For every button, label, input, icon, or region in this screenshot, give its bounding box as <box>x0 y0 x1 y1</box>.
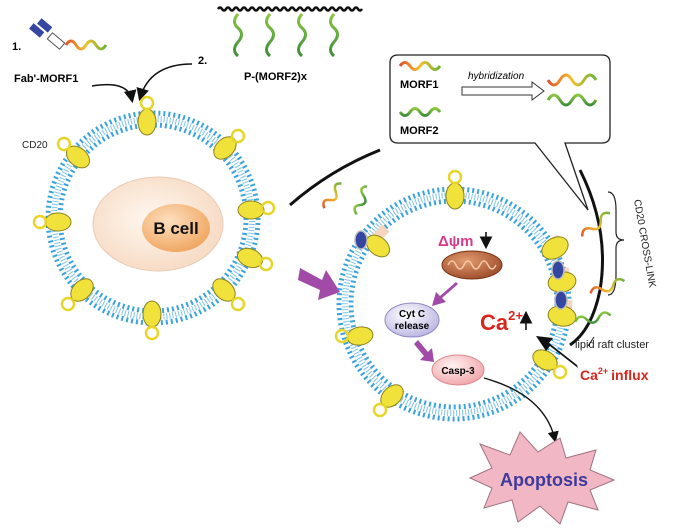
calcium-influx-label: Ca2+influx <box>580 366 649 383</box>
fab-fragment <box>554 290 568 310</box>
morf1-strand <box>64 39 108 51</box>
cyt-c-release-node <box>384 302 440 338</box>
morf2-strand-2 <box>265 13 275 58</box>
mitochondrion <box>441 250 503 280</box>
cd20-loop <box>144 325 160 341</box>
cd20-loop <box>260 200 276 216</box>
duplex-top-2 <box>353 184 368 216</box>
arrow-casp3-to-apoptosis <box>483 377 559 443</box>
b-cell-core <box>142 204 210 252</box>
p-morf2x-label: P-(MORF2)x <box>244 71 308 83</box>
hybridization-arrow <box>461 81 545 101</box>
duplex-strand-b <box>546 93 598 107</box>
calcium-influx-arrow <box>536 336 578 368</box>
cd20-loop <box>552 364 568 380</box>
fab-fragment <box>354 230 368 250</box>
arrow-step2-to-cell <box>136 63 193 102</box>
hybridization-callout <box>389 54 611 211</box>
cd20-protein <box>380 384 404 408</box>
crosslink-bracket <box>607 191 625 296</box>
cyt-c-label-line2: release <box>395 321 430 332</box>
calcium-base: Ca <box>480 310 509 335</box>
cd20-protein <box>142 300 162 328</box>
cd20-loop <box>60 296 76 312</box>
step-1-label: 1. <box>12 41 21 53</box>
arrow-step1-to-cell <box>91 83 137 104</box>
cd20-protein-group-left <box>32 95 276 341</box>
cd20-loop <box>32 214 48 230</box>
polymer-backbone-right <box>569 169 604 347</box>
cd20-protein <box>44 212 72 232</box>
crosslink-complexes <box>289 148 626 347</box>
casp3-node <box>431 354 485 386</box>
duplex-right-1 <box>581 211 611 237</box>
fab-fragment <box>551 260 565 280</box>
cd20-protein <box>137 108 157 136</box>
morf2-strand-3 <box>297 13 307 58</box>
step-2-label: 2. <box>198 55 207 67</box>
cd20-protein <box>541 236 569 260</box>
cd20-loop <box>139 95 155 111</box>
fab-hinge <box>46 32 66 50</box>
casp3-label: Casp-3 <box>441 366 475 377</box>
polymer-backbone <box>216 6 364 12</box>
morf1-callout-label: MORF1 <box>400 79 439 91</box>
cd20-loop <box>372 402 388 418</box>
cd20-protein <box>365 234 391 258</box>
cd20-protein <box>236 247 264 269</box>
morf2-strand-4 <box>329 13 339 58</box>
cd20-protein <box>212 278 236 302</box>
fab-morf1-label: Fab'-MORF1 <box>14 73 78 85</box>
mitochondrion-cristae <box>447 260 497 270</box>
lipid-raft-cluster-label: lipid raft cluster <box>575 339 649 351</box>
influx-superscript: 2+ <box>598 366 608 376</box>
duplex-right-3 <box>574 311 612 324</box>
duplex-top-1 <box>322 182 342 209</box>
lipid-raft-pointer <box>587 336 595 347</box>
morf2-strand-callout <box>398 107 442 117</box>
cd20-crosslink-label: CD20 CROSS-LINK <box>631 199 657 289</box>
arrow-cytc-to-casp3 <box>414 340 434 362</box>
fab-heavy-chain <box>29 23 45 38</box>
influx-word: influx <box>611 367 649 383</box>
cd20-protein <box>70 278 94 302</box>
p-morf2x-reagent <box>216 6 364 58</box>
cd20-label: CD20 <box>22 140 48 151</box>
cd20-protein <box>213 136 237 160</box>
duplex-strand-a <box>546 73 598 87</box>
apoptosis-label: Apoptosis <box>500 470 588 490</box>
arrow-mito-to-cytc <box>432 282 458 306</box>
morf1-strand-callout <box>398 61 442 71</box>
calcium-superscript: 2+ <box>508 308 523 323</box>
cd20-loop <box>230 296 246 312</box>
cd20-protein <box>237 200 265 220</box>
morf2-callout-label: MORF2 <box>400 125 439 137</box>
cd20-loop <box>447 169 463 185</box>
fab-morf1-reagent <box>29 18 108 51</box>
cd20-protein <box>346 326 374 346</box>
cyt-c-label-line1: Cyt C <box>399 309 425 320</box>
apoptosis-starburst <box>468 431 616 525</box>
cd20-protein <box>445 182 465 210</box>
transition-arrow <box>298 268 340 300</box>
cd20-loop <box>258 256 274 272</box>
cd20-loop <box>56 136 72 152</box>
b-cell-label: B cell <box>153 219 198 238</box>
influx-base: Ca <box>580 367 598 383</box>
duplex-right-2 <box>589 277 626 294</box>
morf2-strand-1 <box>233 13 243 58</box>
hybridization-label: hybridization <box>468 71 525 82</box>
membrane-potential-label: Δψm <box>438 233 473 250</box>
fab-light-chain <box>37 18 53 33</box>
cd20-loop <box>334 328 350 344</box>
polymer-backbone-top <box>289 148 381 207</box>
cd20-loop <box>230 128 246 144</box>
calcium-label: Ca2+ <box>480 308 523 335</box>
